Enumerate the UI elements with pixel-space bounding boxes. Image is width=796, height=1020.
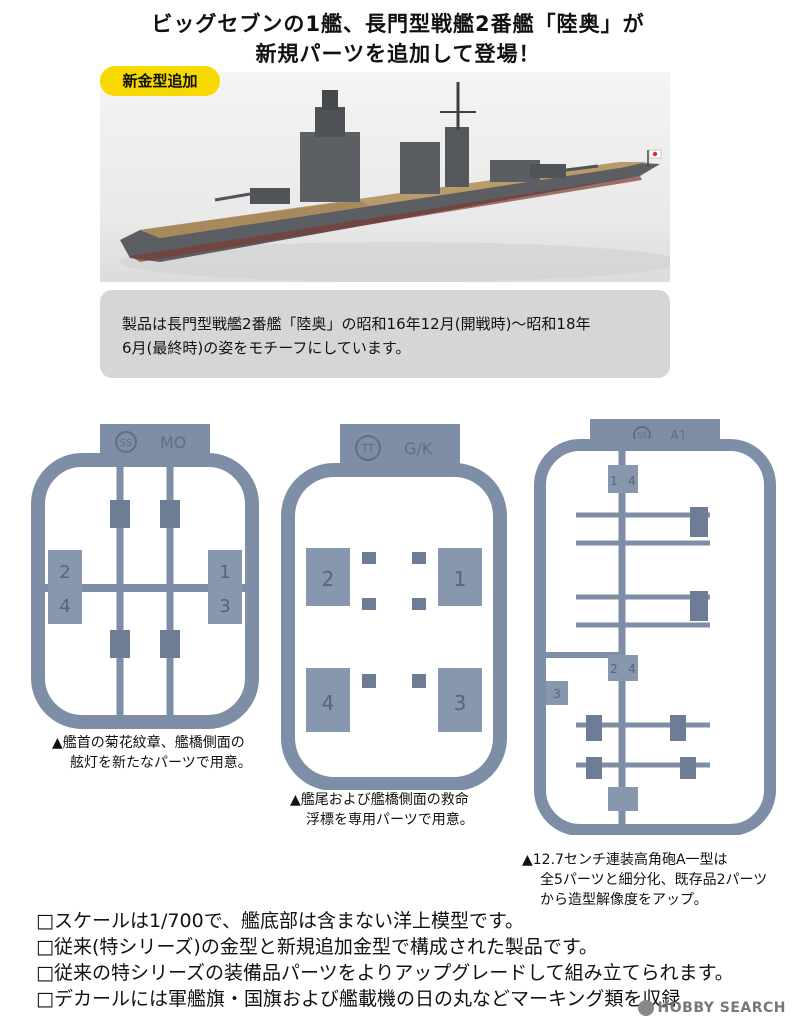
sprue-b-num-2: 2 [322,567,335,591]
battleship-illustration [120,82,670,282]
sprue-a-tag: MO [160,433,186,452]
sprue-gk: TT G/K 2 1 4 3 [278,420,510,791]
caption-sprue-b: ▲艦尾および艦橋側面の救命 浮標を専用パーツで用意。 [290,790,474,830]
sprue-b-code: TT [360,442,375,455]
sprue-b-num-3: 3 [454,691,467,715]
caption-sprue-a: ▲艦首の菊花紋章、艦橋側面の 舷灯を新たなパーツで用意。 [52,733,252,773]
product-description-box: 製品は長門型戦艦2番艦「陸奥」の昭和16年12月(開戦時)～昭和18年 6月(最… [100,290,670,378]
sprue-c-num-4b: 4 [628,662,636,676]
watermark: HOBBY SEARCH [637,1000,786,1016]
battleship-model-photo [100,72,670,282]
description-line-1: 製品は長門型戦艦2番艦「陸奥」の昭和16年12月(開戦時)～昭和18年 [122,315,591,333]
sprue-a-num-4: 4 [59,596,70,617]
caption-a-line-1: ▲艦首の菊花紋章、艦橋側面の [52,735,245,751]
caption-c-line-1: ▲12.7センチ連装高角砲A一型は [522,852,728,868]
caption-c-line-2: 全5パーツと細分化、既存品2パーツ [540,872,768,888]
new-mold-badge: 新金型追加 [100,66,220,96]
sprue-a-num-1: 1 [219,562,230,583]
description-line-2: 6月(最終時)の姿をモチーフにしています。 [122,339,411,357]
watermark-text: HOBBY SEARCH [657,1000,786,1016]
headline-line-2: 新規パーツを追加して登場！ [255,42,541,66]
spec-item: □デカールには軍艦旗・国旗および艦載機の日の丸などマーキング類を収録 [36,988,681,1010]
sprue-c-num-4a: 4 [628,474,636,488]
sprue-a1: SS A1 1 4 2 4 3 [530,415,780,836]
sprue-c-num-3: 3 [553,687,561,701]
sprue-a-num-3: 3 [219,596,230,617]
spec-item: □従来の特シリーズの装備品パーツをよりアップグレードして組み立てられます。 [36,962,734,984]
sprue-b-num-4: 4 [322,691,335,715]
sprue-b-num-1: 1 [454,567,467,591]
caption-sprue-c: ▲12.7センチ連装高角砲A一型は 全5パーツと細分化、既存品2パーツ から造型… [522,850,767,910]
headline-line-1: ビッグセブンの1艦、長門型戦艦2番艦「陸奥」が [151,12,645,36]
sprue-a-code: SS [120,438,133,449]
caption-a-line-2: 舷灯を新たなパーツで用意。 [70,755,252,771]
sprue-a-num-2: 2 [59,562,70,583]
hobby-search-logo-icon [637,1000,654,1016]
spec-item: □スケールは1/700で、艦底部は含まない洋上模型です。 [36,910,525,932]
product-spec-list: □スケールは1/700で、艦底部は含まない洋上模型です。 □従来(特シリーズ)の… [36,908,786,1012]
spec-item: □従来(特シリーズ)の金型と新規追加金型で構成された製品です。 [36,936,598,958]
sprue-b-tag: G/K [404,439,433,458]
sprue-c-code: SS [637,431,647,440]
sprue-mo: SS MO 2 4 1 3 [30,420,260,730]
caption-b-line-1: ▲艦尾および艦橋側面の救命 [290,792,469,808]
sprue-c-num-1: 1 [610,474,618,488]
sprue-c-num-2: 2 [610,662,618,676]
caption-c-line-3: から造型解像度をアップ。 [540,892,708,908]
caption-b-line-2: 浮標を専用パーツで用意。 [306,812,474,828]
